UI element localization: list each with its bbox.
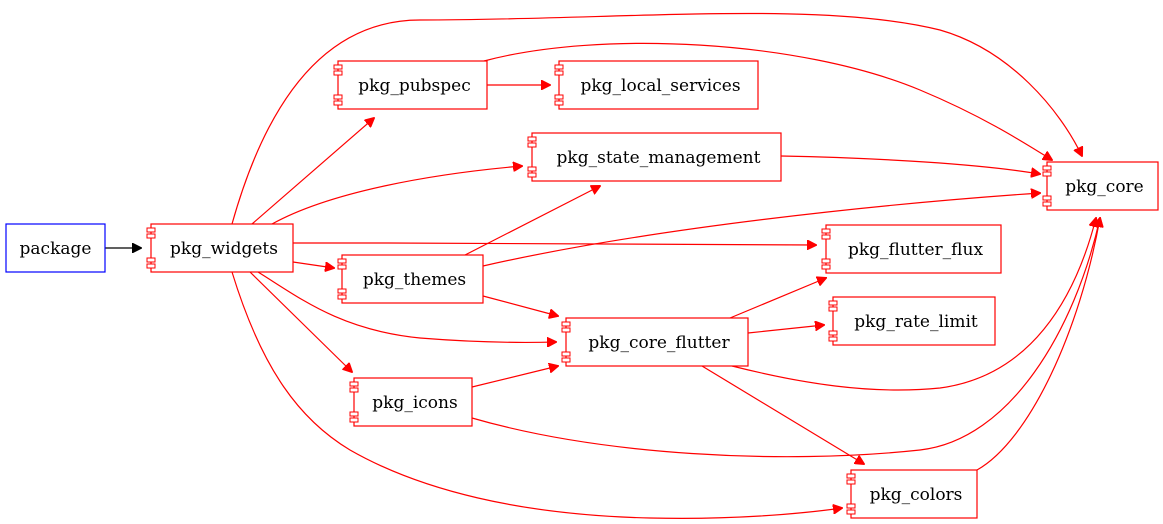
node-pkg_local_services[interactable]: pkg_local_services <box>554 60 759 110</box>
edge-pkg_icons-to-pkg_core <box>471 218 1100 458</box>
node-label: pkg_widgets <box>170 239 278 259</box>
node-pkg_widgets[interactable]: pkg_widgets <box>146 223 294 273</box>
component-icon <box>828 300 838 342</box>
node-pkg_icons[interactable]: pkg_icons <box>349 377 473 427</box>
edge-pkg_themes-to-pkg_core <box>482 193 1040 267</box>
component-icon <box>554 64 564 106</box>
edge-pkg_core_flutter-to-pkg_core <box>731 218 1096 391</box>
node-pkg_state_management[interactable]: pkg_state_management <box>527 132 782 182</box>
edge-pkg_widgets-to-pkg_state_management <box>271 166 522 225</box>
edge-pkg_colors-to-pkg_core <box>976 218 1100 471</box>
edge-pkg_icons-to-pkg_core_flutter <box>471 366 558 388</box>
edge-pkg_widgets-to-pkg_themes <box>292 261 334 268</box>
component-icon <box>821 228 831 270</box>
node-pkg_core[interactable]: pkg_core <box>1042 161 1159 211</box>
edge-pkg_widgets-to-pkg_core_flutter <box>257 271 556 342</box>
node-label: pkg_colors <box>870 485 963 505</box>
node-label: pkg_core_flutter <box>588 333 730 353</box>
edge-pkg_widgets-to-pkg_icons <box>249 271 352 372</box>
component-icon <box>527 136 537 178</box>
node-pkg_themes[interactable]: pkg_themes <box>337 254 484 304</box>
edge-pkg_core_flutter-to-pkg_colors <box>701 365 864 464</box>
node-label: pkg_core <box>1065 177 1144 197</box>
component-icon <box>349 381 359 423</box>
edge-pkg_core_flutter-to-pkg_flutter_flux <box>729 278 826 319</box>
node-label: pkg_themes <box>363 270 466 290</box>
node-pkg_flutter_flux[interactable]: pkg_flutter_flux <box>821 224 1002 274</box>
node-label: pkg_flutter_flux <box>848 240 983 260</box>
node-label: pkg_rate_limit <box>854 312 978 332</box>
component-icon <box>1042 165 1052 207</box>
component-icon <box>561 321 571 363</box>
node-pkg_core_flutter[interactable]: pkg_core_flutter <box>561 317 749 367</box>
edge-pkg_widgets-to-pkg_flutter_flux <box>292 243 816 245</box>
node-pkg_pubspec[interactable]: pkg_pubspec <box>333 60 488 110</box>
edge-pkg_themes-to-pkg_core_flutter <box>482 295 558 316</box>
edge-pkg_widgets-to-pkg_colors <box>231 271 842 519</box>
component-icon <box>146 227 156 269</box>
node-label: pkg_icons <box>372 393 457 413</box>
nodes-layer: package pkg_widgets pkg_pubspec pkg_local_s… <box>5 60 1159 519</box>
node-package[interactable]: package <box>5 223 106 273</box>
edge-pkg_pubspec-to-pkg_core <box>483 42 1052 160</box>
edge-pkg_state_management-to-pkg_core <box>780 155 1040 174</box>
edge-pkg_widgets-to-pkg_core <box>231 12 1082 225</box>
edge-pkg_core_flutter-to-pkg_rate_limit <box>747 325 824 334</box>
node-label: package <box>20 239 92 259</box>
edge-pkg_widgets-to-pkg_pubspec <box>251 118 374 225</box>
component-icon <box>337 258 347 300</box>
node-pkg_rate_limit[interactable]: pkg_rate_limit <box>828 296 996 346</box>
node-label: pkg_state_management <box>557 148 761 168</box>
node-label: pkg_local_services <box>580 76 740 96</box>
component-icon <box>846 473 856 515</box>
component-icon <box>333 64 343 106</box>
node-label: pkg_pubspec <box>358 76 470 96</box>
node-pkg_colors[interactable]: pkg_colors <box>846 469 978 519</box>
edge-pkg_themes-to-pkg_state_management <box>464 186 600 256</box>
